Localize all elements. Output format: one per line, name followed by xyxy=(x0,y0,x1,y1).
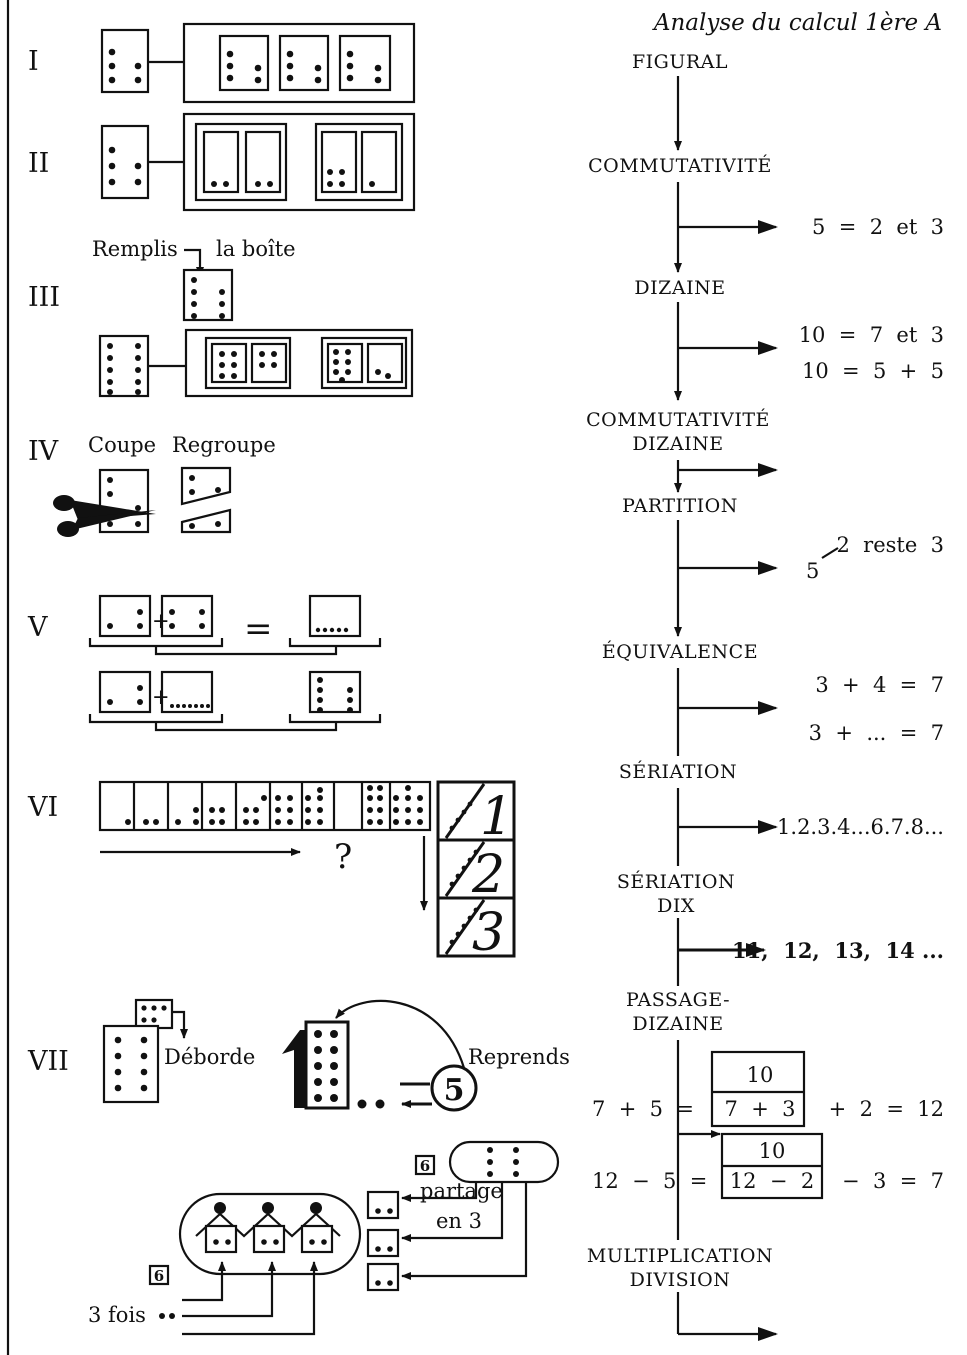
deborde-label: Déborde xyxy=(164,1045,255,1069)
flow-passage: PASSAGE- xyxy=(626,989,730,1011)
section-numeral-1: I xyxy=(28,46,39,77)
equals-sign: = xyxy=(244,609,273,649)
scissors-icon xyxy=(53,495,156,537)
partage-label: partage xyxy=(420,1179,503,1203)
digit-3: 3 xyxy=(472,903,505,963)
section-numeral-3: III xyxy=(28,282,60,313)
flow-equations: 5 = 2 et 3 10 = 7 et 3 10 = 5 + 5 2 rest… xyxy=(592,215,944,1200)
page-title: Analyse du calcul 1ère A xyxy=(652,10,942,36)
section-numeral-4: IV xyxy=(28,436,59,467)
sequence-1-to-8: 1.2.3.4...6.7.8... xyxy=(777,815,944,839)
flow-dizaine-3: DIZAINE xyxy=(632,1013,723,1035)
remplis-label: Remplis xyxy=(92,237,178,261)
trois-fois-label: 3 fois xyxy=(88,1303,146,1327)
section-numeral-6: VI xyxy=(27,792,58,823)
question-mark: ? xyxy=(334,837,352,877)
flow-commutativite: COMMUTATIVITÉ xyxy=(588,154,772,177)
svg-text:10: 10 xyxy=(759,1139,786,1163)
digit-1: 1 xyxy=(480,787,513,847)
six-tag-left xyxy=(148,1264,170,1286)
fill-arrow xyxy=(184,248,204,277)
svg-text:6: 6 xyxy=(420,1157,430,1175)
section-numeral-5: V xyxy=(27,612,48,643)
flow-dizaine: DIZAINE xyxy=(634,277,725,299)
flow-labels: FIGURAL COMMUTATIVITÉ DIZAINE COMMUTATIV… xyxy=(586,51,773,1291)
equation-3-plus-blank: 3 + ... = 7 xyxy=(809,721,944,745)
equation-5-eq-2-et-3: 5 = 2 et 3 xyxy=(812,215,944,239)
plus-sign: + xyxy=(152,609,170,633)
tied-boxes xyxy=(195,1202,341,1254)
flow-seriation-2: SÉRIATION xyxy=(617,870,735,893)
flow-commutativite-2: COMMUTATIVITÉ xyxy=(586,408,770,431)
section-numeral-7: VII xyxy=(27,1046,69,1077)
en-3-label: en 3 xyxy=(436,1209,482,1233)
equation-3-plus-4: 3 + 4 = 7 xyxy=(815,673,944,697)
section-7-diagram: Déborde 5 Reprends 6 partage en 3 xyxy=(88,998,570,1336)
svg-text:6: 6 xyxy=(154,1267,164,1285)
section-1-diagram xyxy=(100,22,416,104)
five-digit: 5 xyxy=(444,1073,465,1108)
five-circle xyxy=(430,1064,478,1112)
flow-dix: DIX xyxy=(657,895,695,917)
flow-dizaine-2: DIZAINE xyxy=(632,433,723,455)
flow-seriation: SÉRIATION xyxy=(619,760,737,783)
passage-eq1-right: + 2 = 12 xyxy=(829,1097,944,1121)
domino-card xyxy=(100,28,150,94)
section-3-diagram: Remplis la boîte xyxy=(92,237,414,398)
passage-eq2-right: − 3 = 7 xyxy=(842,1169,944,1193)
flow-figural: FIGURAL xyxy=(632,51,728,73)
section-4-diagram: Coupe Regroupe xyxy=(53,433,276,537)
six-tag-right xyxy=(414,1154,436,1176)
flow-equivalence: ÉQUIVALENCE xyxy=(602,640,758,663)
flow-multiplication: MULTIPLICATION xyxy=(587,1245,773,1267)
la-boite-label: la boîte xyxy=(216,237,296,261)
passage-eq2-left: 12 − 5 = xyxy=(592,1169,707,1193)
partition-reste: 2 reste 3 xyxy=(836,533,944,557)
flow-column xyxy=(674,76,778,1341)
section-numeral-2: II xyxy=(28,148,49,179)
domino-card xyxy=(100,124,150,200)
equation-10-eq-5-plus-5: 10 = 5 + 5 xyxy=(802,359,944,383)
flow-partition: PARTITION xyxy=(622,495,738,517)
digit-2: 2 xyxy=(471,845,505,905)
equation-10-eq-7-et-3: 10 = 7 et 3 xyxy=(799,323,944,347)
six-capsule xyxy=(448,1140,560,1184)
passage-eq2-box-content: 12 − 2 xyxy=(730,1169,814,1193)
section-6-diagram: ? 1 2 3 xyxy=(98,780,516,963)
passage-eq1-left: 7 + 5 = xyxy=(592,1097,694,1121)
svg-text:10: 10 xyxy=(747,1063,774,1087)
coupe-label: Coupe xyxy=(88,433,156,457)
digit-cards xyxy=(436,780,516,958)
sequence-11-to-14: 11, 12, 13, 14 ... xyxy=(732,938,944,963)
passage-eq1-box xyxy=(710,1050,806,1128)
svg-text:+: + xyxy=(152,685,170,709)
passage-eq1-box-content: 7 + 3 xyxy=(724,1097,795,1121)
dots xyxy=(108,48,142,84)
tens-one-glyph xyxy=(282,1030,306,1108)
section-2-diagram xyxy=(100,112,416,212)
section-5-diagram: + = + xyxy=(88,594,382,732)
reprends-label: Reprends xyxy=(468,1045,570,1069)
flow-division: DIVISION xyxy=(630,1269,731,1291)
partition-five: 5 xyxy=(806,559,819,583)
regroupe-label: Regroupe xyxy=(172,433,276,457)
